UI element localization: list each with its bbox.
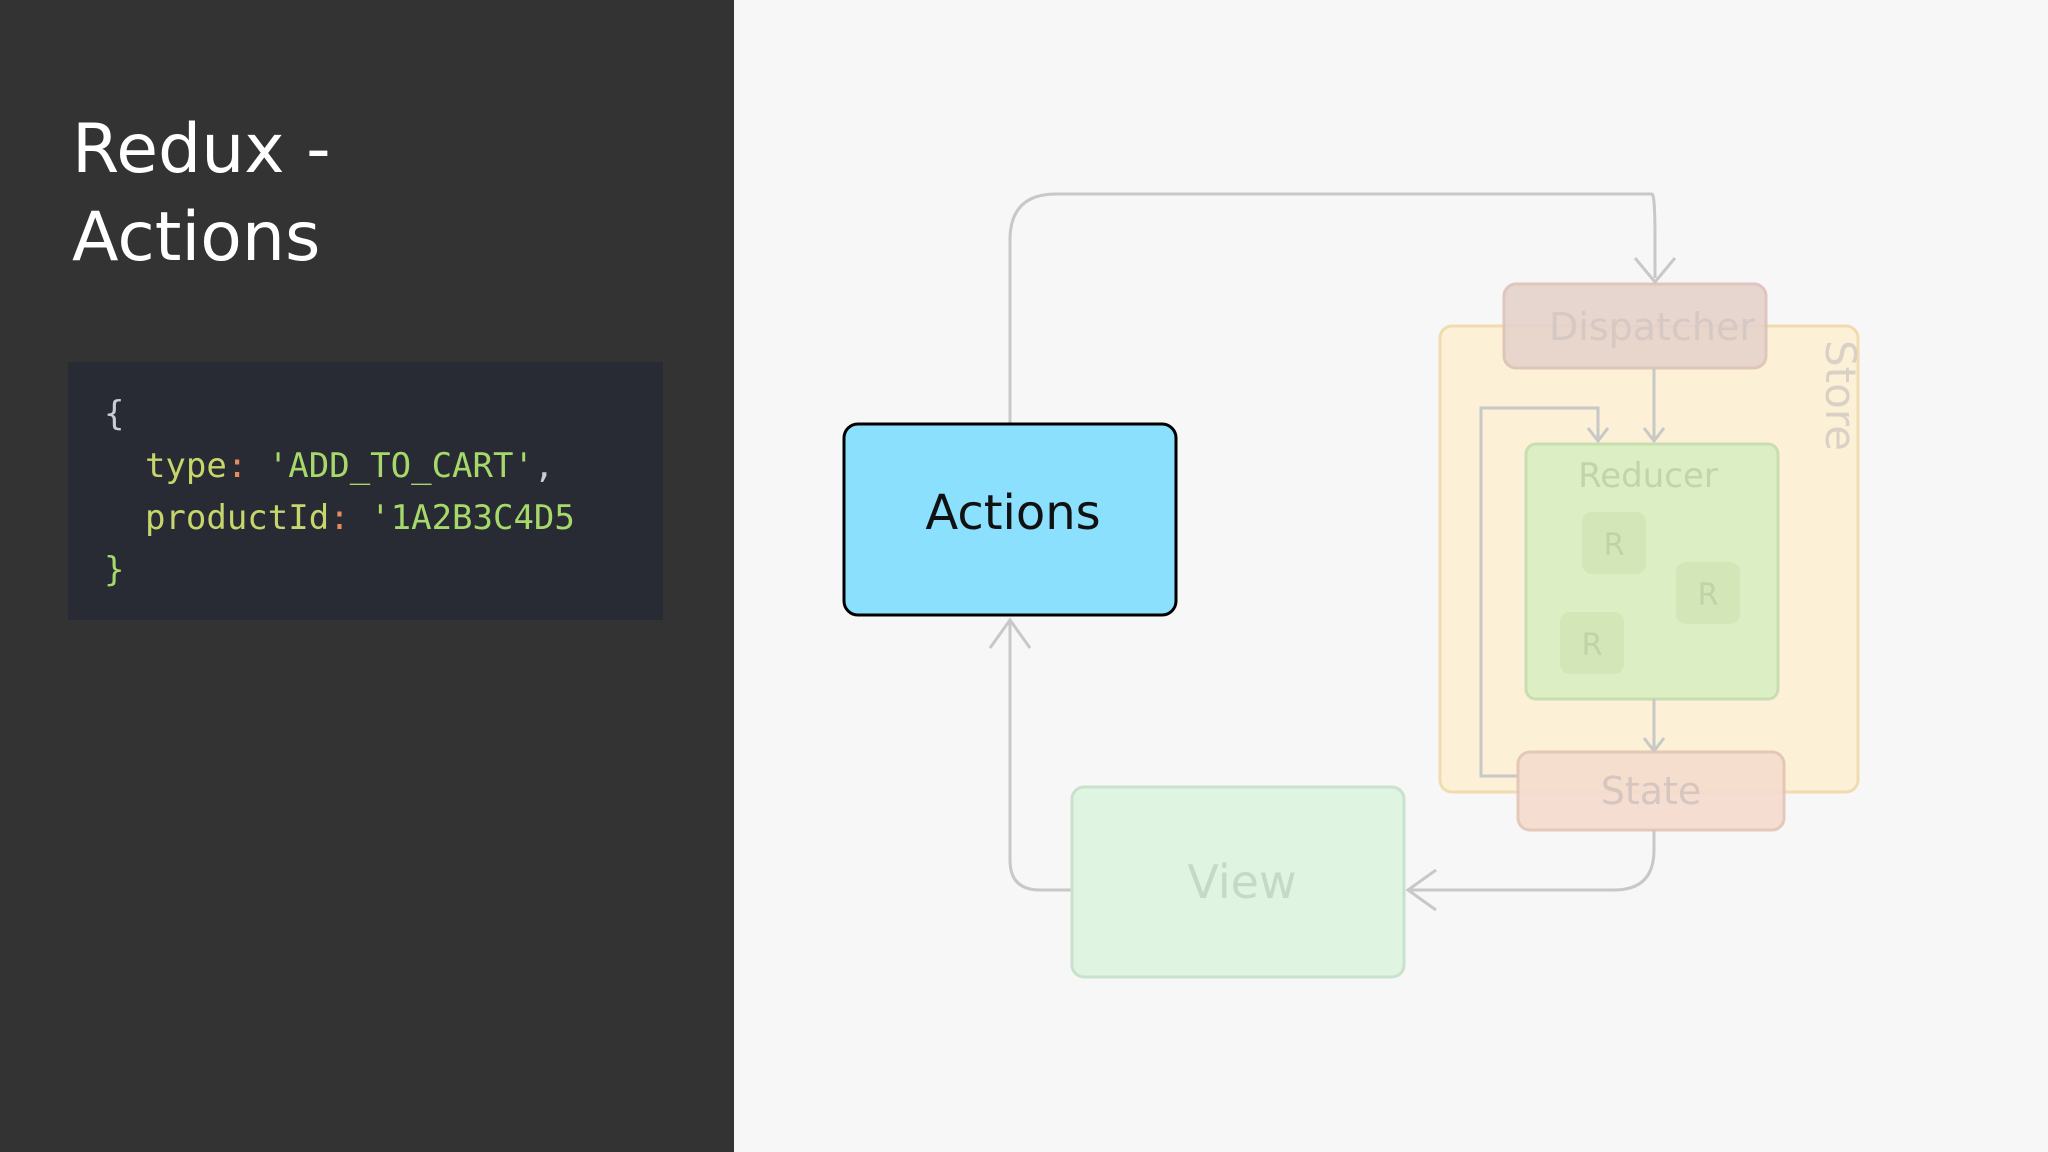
type-key: type (144, 446, 227, 486)
type-value: 'ADD_TO_CART' (267, 446, 534, 486)
reducer-item-1 (1582, 512, 1646, 574)
view-box (1070, 785, 1406, 979)
state-label: State (1601, 769, 1702, 813)
view-label: View (1187, 855, 1296, 909)
close-brace: } (104, 550, 125, 590)
type-colon: : (226, 446, 248, 486)
reducer-item-2 (1676, 562, 1740, 624)
type-comma: , (533, 446, 555, 486)
product-key: productId (144, 498, 330, 538)
arrowhead-actions (988, 617, 1032, 649)
slide-title-line-2: Actions (72, 198, 321, 277)
code-line-product: productId: '1A2B3C4D5 (104, 492, 663, 544)
open-brace: { (104, 394, 125, 434)
dispatcher-label: Dispatcher (1549, 305, 1755, 349)
product-colon: : (329, 498, 350, 538)
connector-state-to-view (1410, 830, 1656, 892)
actions-label: Actions (925, 485, 1100, 541)
dispatcher-box (1502, 282, 1768, 370)
reducer-label: Reducer (1578, 456, 1718, 496)
arrowhead-loop (1586, 427, 1610, 444)
state-box (1516, 750, 1786, 832)
code-line-type: type: 'ADD_TO_CART', (104, 440, 663, 492)
connector-actions-to-dispatcher (1008, 192, 1657, 425)
reducer-item-3 (1560, 612, 1624, 674)
code-line-close: } (104, 544, 663, 596)
arrowhead-dispatcher (1633, 257, 1677, 285)
arrowhead-reducer (1642, 427, 1666, 444)
code-line-open: { (104, 388, 663, 440)
actions-box (842, 422, 1178, 617)
slide-title-line-1: Redux - (72, 110, 331, 189)
redux-flow-diagram: Store Dispatcher Reducer R R R State (842, 192, 1865, 979)
reducer-item-1-label: R (1604, 528, 1625, 563)
reducer-item-2-label: R (1698, 578, 1719, 613)
right-panel: Store Dispatcher Reducer R R R State (734, 0, 2048, 1152)
product-value: '1A2B3C4D5 (370, 498, 575, 538)
reducer-item-3-label: R (1582, 628, 1603, 663)
left-panel: Redux - Actions { type: 'ADD_TO_CART', p… (0, 0, 734, 1152)
code-block: { type: 'ADD_TO_CART', productId: '1A2B3… (68, 362, 663, 620)
arrowhead-view (1405, 868, 1437, 912)
connector-view-to-actions (1008, 622, 1072, 892)
store-label: Store (1816, 340, 1865, 451)
slide-title: Redux - Actions (72, 106, 331, 282)
connector-state-loop (1479, 406, 1600, 778)
